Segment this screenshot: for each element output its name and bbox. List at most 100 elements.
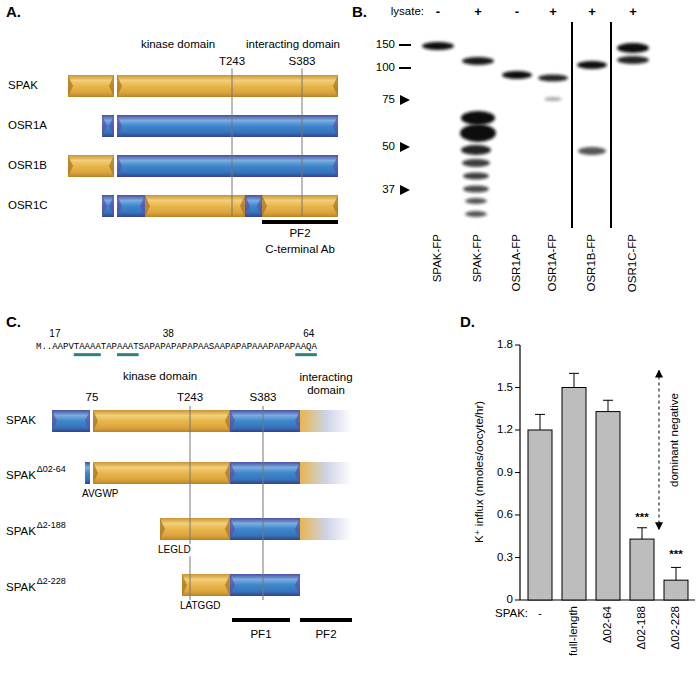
bar-bevel (117, 75, 122, 97)
mw-marker: 37 (382, 183, 395, 196)
protein-name: OSR1B (8, 159, 47, 172)
antibody-label: PF2 (315, 628, 336, 641)
blot-band (465, 211, 487, 217)
residue-number: 75 (86, 391, 99, 404)
panel-c-art (52, 406, 352, 620)
blot-band (617, 56, 649, 64)
significance-stars: *** (635, 511, 648, 524)
domain-bar (300, 462, 352, 484)
superscript: Δ2-228 (37, 576, 66, 586)
axis-tick-label: 0.9 (497, 466, 513, 479)
bar-bevel (333, 195, 338, 217)
start-sequence: AVGWP (82, 488, 118, 500)
domain-bar (93, 462, 230, 484)
residue-label: T243 (177, 391, 203, 404)
motif-underline (295, 353, 317, 356)
mw-marker-dash (399, 67, 411, 69)
bar-bevel (295, 518, 300, 540)
antibody-label: PF1 (250, 628, 271, 641)
bar-bevel (52, 410, 57, 432)
residue-label: S383 (289, 55, 316, 68)
blot-band (577, 61, 607, 69)
lane-label: SPAK-FP (431, 234, 444, 282)
mw-marker: 100 (376, 61, 395, 74)
data-bar (664, 580, 688, 600)
category-label: - (538, 607, 542, 620)
axis-tick (515, 600, 520, 601)
antibody-epitope-bar (232, 618, 290, 622)
blot-band (578, 147, 606, 155)
domain-bar (102, 195, 114, 217)
bar-bevel (333, 115, 338, 137)
lysate-label: lysate: (391, 5, 424, 18)
bar-bevel (295, 574, 300, 596)
domain-bar (85, 462, 90, 484)
lane-label: OSR1A-FP (510, 234, 523, 292)
blot-band (461, 111, 495, 125)
residue-marker-line (263, 406, 264, 600)
data-bar (528, 430, 552, 600)
lane-sign: + (629, 5, 637, 20)
residue-number: 38 (163, 328, 174, 340)
bar-bevel (102, 115, 107, 137)
motif-underline (74, 353, 101, 356)
residue-number: 17 (49, 328, 60, 340)
panel-letter: D. (460, 313, 475, 330)
blot-band (463, 186, 489, 193)
superscript: Δ2-188 (37, 520, 66, 530)
bar-bevel (109, 75, 114, 97)
blot-band (465, 198, 487, 204)
error-cap (637, 527, 647, 528)
bar-bevel (117, 195, 122, 217)
domain-bar (68, 75, 114, 97)
panel-letter: C. (6, 313, 21, 330)
lane-sign: - (436, 5, 440, 20)
bar-bevel (333, 75, 338, 97)
mw-marker: 50 (382, 140, 395, 153)
domain-bar (262, 195, 338, 217)
domain-bar (230, 462, 300, 484)
blot-separator (610, 22, 612, 228)
residue-number: 64 (303, 328, 314, 340)
panel-letter: B. (352, 3, 367, 20)
axis-tick-label: 0.3 (497, 551, 513, 564)
construct-name: SPAK (6, 525, 36, 538)
domain-bar (117, 75, 338, 97)
lane-sign: - (515, 5, 519, 20)
bar-bevel (109, 195, 114, 217)
domain-bar (52, 410, 90, 432)
blot-band (502, 71, 532, 79)
bar-bevel (295, 410, 300, 432)
bar-bevel (333, 155, 338, 177)
blot-band (544, 97, 562, 101)
data-bar (630, 539, 654, 600)
lane-label: OSR1B-FP (585, 234, 598, 292)
bar-bevel (160, 518, 165, 540)
annotation: dominant negative (668, 393, 681, 487)
error-cap (671, 567, 681, 568)
antibody-label: C-terminal Ab (265, 243, 335, 256)
residue-marker-line (232, 68, 233, 216)
bar-bevel (117, 155, 122, 177)
start-sequence: LEGLD (158, 544, 191, 556)
lane-label: OSR1C-FP (626, 234, 639, 292)
domain-bar (182, 574, 230, 596)
axis-tick-label: 0.6 (497, 508, 513, 521)
blot-band (462, 159, 490, 167)
domain-bar (117, 115, 338, 137)
domain-bar (245, 195, 262, 217)
construct-name: SPAK (6, 469, 36, 482)
error-cap (603, 400, 613, 401)
construct-name: SPAK (6, 581, 36, 594)
antibody-label: PF2 (289, 227, 310, 240)
lane-sign: + (588, 5, 596, 20)
bar-bevel (225, 518, 230, 540)
domain-label: kinase domain (141, 38, 215, 51)
category-label: Δ02-64 (601, 606, 614, 643)
bar-bevel (109, 155, 114, 177)
error-cap (569, 373, 579, 374)
blot-band (460, 124, 496, 142)
domain-bar (160, 518, 230, 540)
lane-sign: + (474, 5, 482, 20)
